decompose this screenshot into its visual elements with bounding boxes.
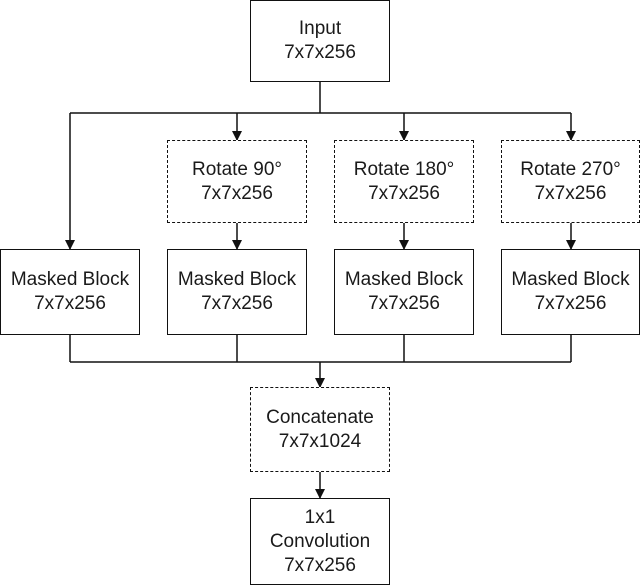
masked-block-2-shape: 7x7x256 bbox=[201, 293, 273, 314]
convolution-node-shape: 7x7x256 bbox=[284, 554, 356, 576]
masked-block-1-title: Masked Block bbox=[10, 269, 130, 290]
rotate-90-node-shape: 7x7x256 bbox=[201, 182, 273, 204]
masked-block-4-title: Masked Block bbox=[511, 269, 630, 290]
masked-block-3-shape: 7x7x256 bbox=[368, 293, 440, 314]
rotate-180-node-shape: 7x7x256 bbox=[368, 182, 440, 204]
masked-block-2-title: Masked Block bbox=[177, 269, 297, 290]
masked-block-4-node: Masked Block 7x7x256 bbox=[501, 249, 640, 335]
concatenate-node-shape: 7x7x1024 bbox=[278, 430, 362, 452]
rotate-180-node: Rotate 180° 7x7x256 bbox=[334, 140, 474, 223]
concatenate-node-title: Concatenate bbox=[266, 406, 374, 428]
masked-block-3-title: Masked Block bbox=[344, 269, 464, 290]
input-node: Input 7x7x256 bbox=[250, 0, 390, 82]
rotate-270-node: Rotate 270° 7x7x256 bbox=[501, 140, 640, 223]
masked-block-4-shape: 7x7x256 bbox=[534, 293, 607, 314]
masked-block-1-node: Masked Block 7x7x256 bbox=[0, 249, 140, 335]
convolution-node: 1x1 Convolution 7x7x256 bbox=[250, 498, 390, 585]
concatenate-node: Concatenate 7x7x1024 bbox=[250, 387, 390, 472]
input-node-shape: 7x7x256 bbox=[284, 42, 356, 63]
rotate-90-node: Rotate 90° 7x7x256 bbox=[167, 140, 307, 223]
convolution-node-title: Convolution bbox=[269, 530, 371, 552]
masked-block-1-shape: 7x7x256 bbox=[34, 293, 106, 314]
convolution-node-kernel: 1x1 bbox=[304, 506, 336, 528]
rotate-180-node-title: Rotate 180° bbox=[353, 158, 455, 180]
rotate-270-node-shape: 7x7x256 bbox=[534, 182, 607, 204]
masked-block-3-node: Masked Block 7x7x256 bbox=[334, 249, 474, 335]
input-node-title: Input bbox=[298, 18, 342, 39]
masked-block-2-node: Masked Block 7x7x256 bbox=[167, 249, 307, 335]
rotate-270-node-title: Rotate 270° bbox=[520, 158, 621, 180]
rotate-90-node-title: Rotate 90° bbox=[192, 158, 282, 180]
